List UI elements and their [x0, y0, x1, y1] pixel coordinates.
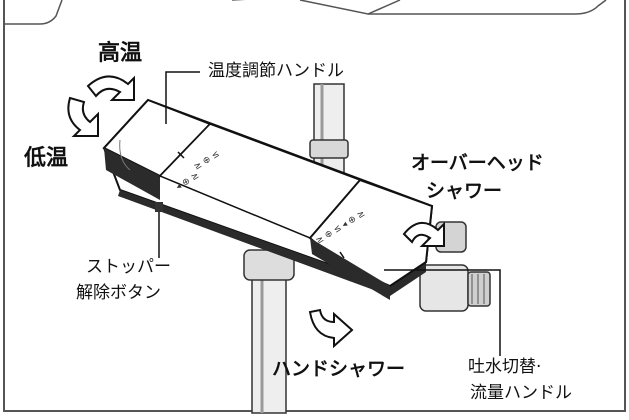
- low-temp-label: 低温: [24, 146, 69, 171]
- stopper-label-1: ストッパー: [86, 257, 171, 277]
- faucet-body: ≥ ⊕ ≤ ◂ ⊕ ≥ ≥ ⊕ ≤ ◂ ⊕ ≥: [102, 98, 434, 300]
- switch-handle-label-1: 吐水切替·: [468, 357, 542, 377]
- temp-handle-leader: [165, 71, 200, 124]
- inlet-pipe: [243, 249, 295, 414]
- frame-notch: [232, 0, 401, 15]
- rotate-arrow-icon: [402, 221, 445, 247]
- frame-border: [3, 0, 626, 412]
- frame-top-left: [4, 0, 63, 25]
- stopper-label-2: 解除ボタン: [76, 283, 161, 303]
- hand-shower-connector: [419, 264, 491, 312]
- temp-handle-label: 温度調節ハンドル: [208, 61, 344, 81]
- rotate-arrow-icon: [67, 96, 99, 137]
- overhead-shower-label-1: オーバーヘッド: [411, 152, 544, 174]
- switch-handle-leader: [384, 269, 501, 356]
- stopper-button: [155, 202, 163, 258]
- high-temp-label: 高温: [98, 41, 143, 66]
- leader-lines: [165, 71, 501, 356]
- rotate-arrow-icon: [86, 75, 135, 101]
- hand-shower-label: ハンドシャワー: [272, 358, 406, 380]
- overhead-pipe: [309, 83, 349, 235]
- overhead-shower-label-2: シャワー: [426, 180, 503, 202]
- switch-handle-label-2: 流量ハンドル: [470, 383, 572, 403]
- frame-top-right: [368, 0, 607, 15]
- rotate-arrow-icon: [308, 308, 354, 349]
